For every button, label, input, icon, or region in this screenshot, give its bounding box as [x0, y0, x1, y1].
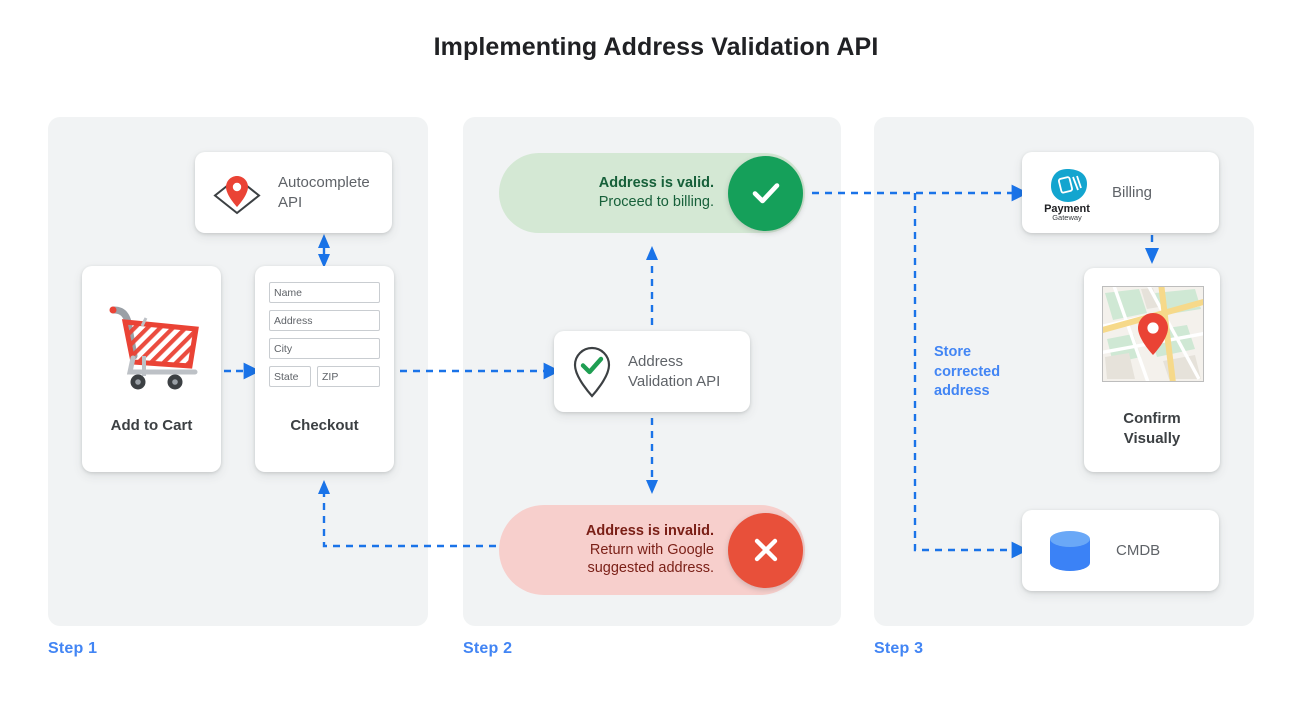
confirm-visually-card[interactable]: Confirm Visually: [1084, 268, 1220, 472]
billing-card[interactable]: Payment Gateway Billing: [1022, 152, 1219, 233]
billing-label: Billing: [1112, 183, 1153, 201]
zip-field[interactable]: ZIP: [317, 366, 380, 387]
pin-check-icon: [570, 345, 614, 399]
payment-logo-line2: Gateway: [1052, 213, 1082, 222]
address-validation-api-label: Address Validation API: [628, 352, 721, 390]
autocomplete-api-label: Autocomplete API: [278, 173, 370, 211]
shopping-cart-icon: [82, 284, 221, 404]
add-to-cart-caption: Add to Cart: [110, 417, 193, 434]
step1-label: Step 1: [48, 640, 98, 657]
checkout-form[interactable]: Name Address City State ZIP: [269, 282, 380, 394]
step3-label: Step 3: [874, 640, 924, 657]
address-field[interactable]: Address: [269, 310, 380, 331]
name-field[interactable]: Name: [269, 282, 380, 303]
close-icon: [728, 512, 803, 588]
confirm-visually-caption: Confirm Visually: [1123, 410, 1181, 447]
address-valid-text: Address is valid. Proceed to billing.: [599, 174, 728, 212]
state-field[interactable]: State: [269, 366, 311, 387]
cmdb-card[interactable]: CMDB: [1022, 510, 1219, 591]
map-thumbnail-icon: [1102, 286, 1204, 382]
address-invalid-pill: Address is invalid. Return with Google s…: [499, 505, 805, 595]
address-valid-line2: Proceed to billing.: [598, 194, 714, 210]
map-pin-icon: [209, 170, 265, 216]
address-validation-api-card[interactable]: Address Validation API: [554, 331, 750, 412]
cmdb-label: CMDB: [1116, 541, 1161, 559]
add-to-cart-card[interactable]: Add to Cart: [82, 266, 221, 472]
checkout-card[interactable]: Name Address City State ZIP Checkout: [255, 266, 394, 472]
autocomplete-api-card[interactable]: Autocomplete API: [195, 152, 392, 233]
address-invalid-text: Address is invalid. Return with Google s…: [586, 522, 728, 579]
city-field[interactable]: City: [269, 338, 380, 359]
step2-label: Step 2: [463, 640, 513, 657]
address-invalid-line2: Return with Google: [589, 541, 714, 558]
payment-gateway-icon: Payment Gateway: [1036, 164, 1098, 222]
page-title: Implementing Address Validation API: [433, 33, 879, 61]
address-invalid-line3: suggested address.: [587, 560, 714, 577]
checkout-caption: Checkout: [290, 417, 359, 434]
address-invalid-line1: Address is invalid.: [585, 522, 714, 539]
database-icon: [1044, 525, 1096, 577]
payment-logo-line1: Payment: [1044, 203, 1090, 215]
address-valid-line1: Address is valid.: [598, 175, 714, 192]
address-valid-pill: Address is valid. Proceed to billing.: [499, 153, 805, 233]
check-icon: [728, 155, 803, 231]
store-corrected-address-note: Store corrected address: [934, 344, 1001, 400]
